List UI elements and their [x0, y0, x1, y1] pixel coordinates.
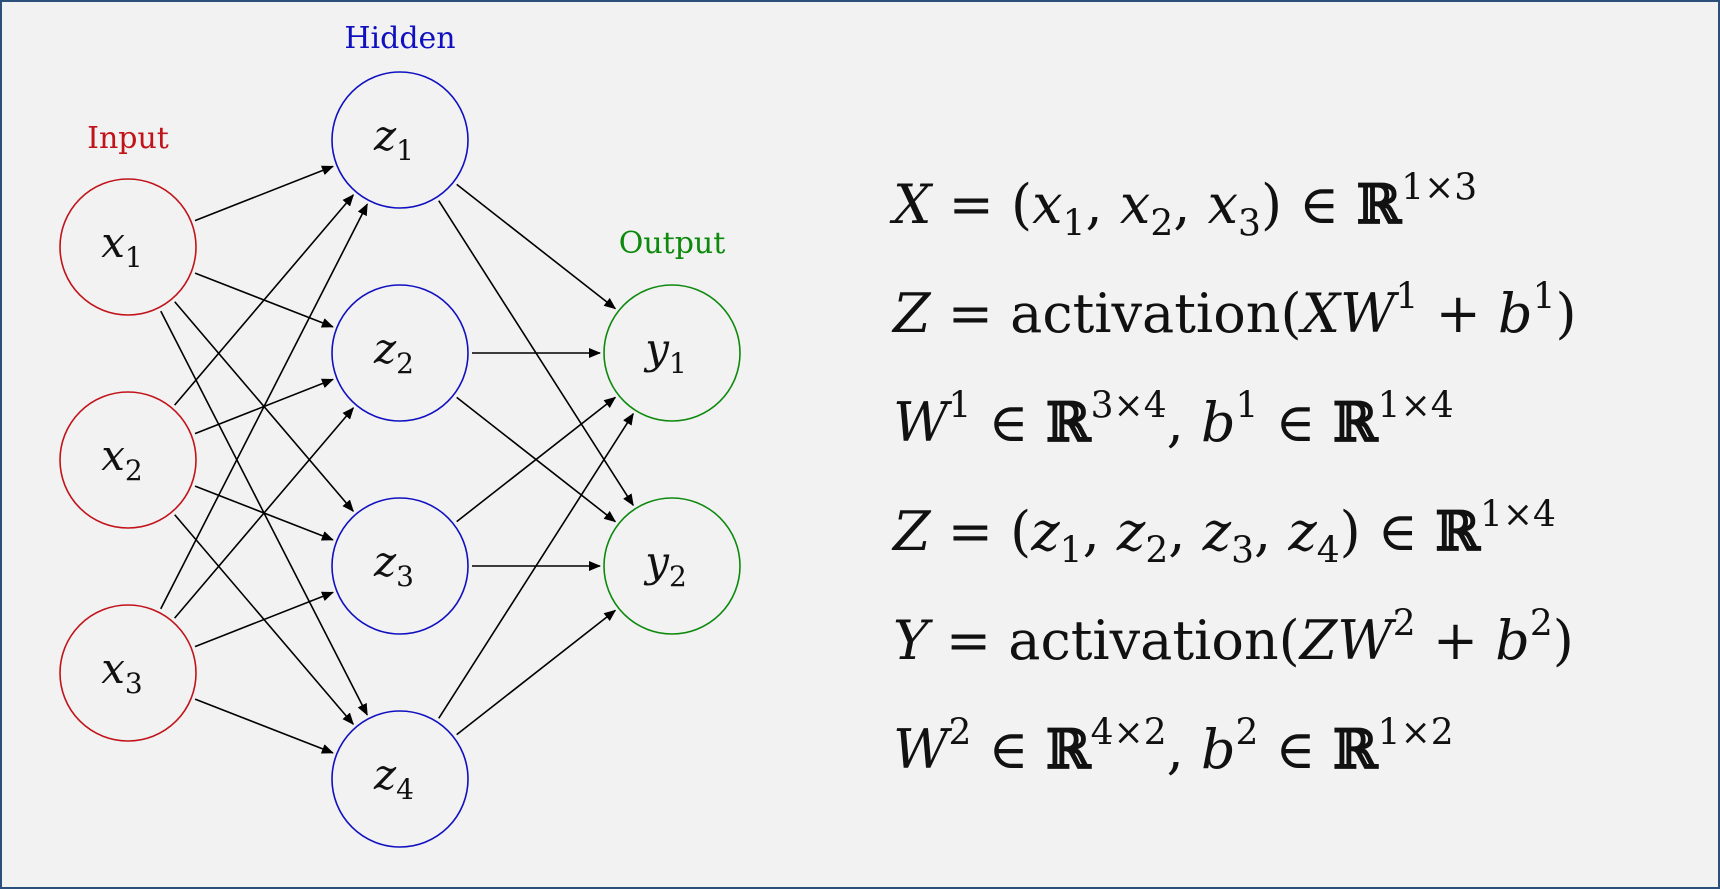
node-z3: z3 — [331, 497, 469, 635]
node-label-x3: x3 — [101, 644, 143, 700]
node-y1: y1 — [603, 284, 741, 422]
node-circle-z4 — [331, 710, 469, 848]
equation-hidden-vector: Z = (z1, z2, z3, z4) ∈ ℝ1×4 — [893, 494, 1556, 572]
edge-x3-z1 — [160, 203, 368, 610]
edge-z1-y1 — [456, 183, 617, 310]
equation-hidden-activation: Z = activation(XW1 + b1) — [893, 276, 1577, 345]
node-circle-x3 — [59, 604, 197, 742]
equations-panel: X = (x1, x2, x3) ∈ ℝ1×3 Z = activation(X… — [893, 150, 1577, 804]
edge-x3-z3 — [194, 591, 334, 648]
node-x1: x1 — [59, 178, 197, 316]
edge-z3-y1 — [456, 396, 617, 523]
node-circle-z3 — [331, 497, 469, 635]
node-circle-y2 — [603, 497, 741, 635]
connections — [160, 165, 634, 754]
node-circle-y1 — [603, 284, 741, 422]
node-circle-z1 — [331, 71, 469, 209]
edge-x3-z4 — [194, 698, 334, 754]
node-circle-z2 — [331, 284, 469, 422]
edge-x3-z2 — [174, 407, 355, 619]
layer-label-input: Input — [87, 121, 169, 156]
equation-hidden-weights: W1 ∈ ℝ3×4, b1 ∈ ℝ1×4 — [893, 385, 1454, 454]
layer-label-hidden: Hidden — [344, 21, 455, 56]
equation-output-weights: W2 ∈ ℝ4×2, b2 ∈ ℝ1×2 — [893, 712, 1454, 781]
edge-z4-y1 — [438, 412, 634, 719]
nodes: x1 x2 x3 z1 z2 z3 z4 y1 y2 — [59, 71, 741, 848]
node-label-z2: z2 — [373, 324, 414, 380]
node-circle-x1 — [59, 178, 197, 316]
node-label-x2: x2 — [101, 431, 143, 487]
equation-input-vector: X = (x1, x2, x3) ∈ ℝ1×3 — [893, 167, 1478, 245]
node-label-z1: z1 — [373, 111, 414, 167]
edge-z4-y2 — [456, 609, 617, 736]
node-z1: z1 — [331, 71, 469, 209]
node-z4: z4 — [331, 710, 469, 848]
node-x3: x3 — [59, 604, 197, 742]
node-label-y2: y2 — [643, 537, 687, 593]
node-y2: y2 — [603, 497, 741, 635]
equation-output-activation: Y = activation(ZW2 + b2) — [893, 603, 1574, 672]
edge-x1-z1 — [194, 165, 334, 222]
node-z2: z2 — [331, 284, 469, 422]
node-label-z3: z3 — [373, 537, 414, 593]
node-circle-x2 — [59, 391, 197, 529]
node-label-x1: x1 — [101, 218, 143, 274]
node-label-y1: y1 — [643, 324, 687, 380]
node-label-z4: z4 — [373, 750, 414, 806]
edge-x2-z1 — [174, 194, 355, 406]
node-x2: x2 — [59, 391, 197, 529]
layer-label-output: Output — [619, 226, 726, 261]
